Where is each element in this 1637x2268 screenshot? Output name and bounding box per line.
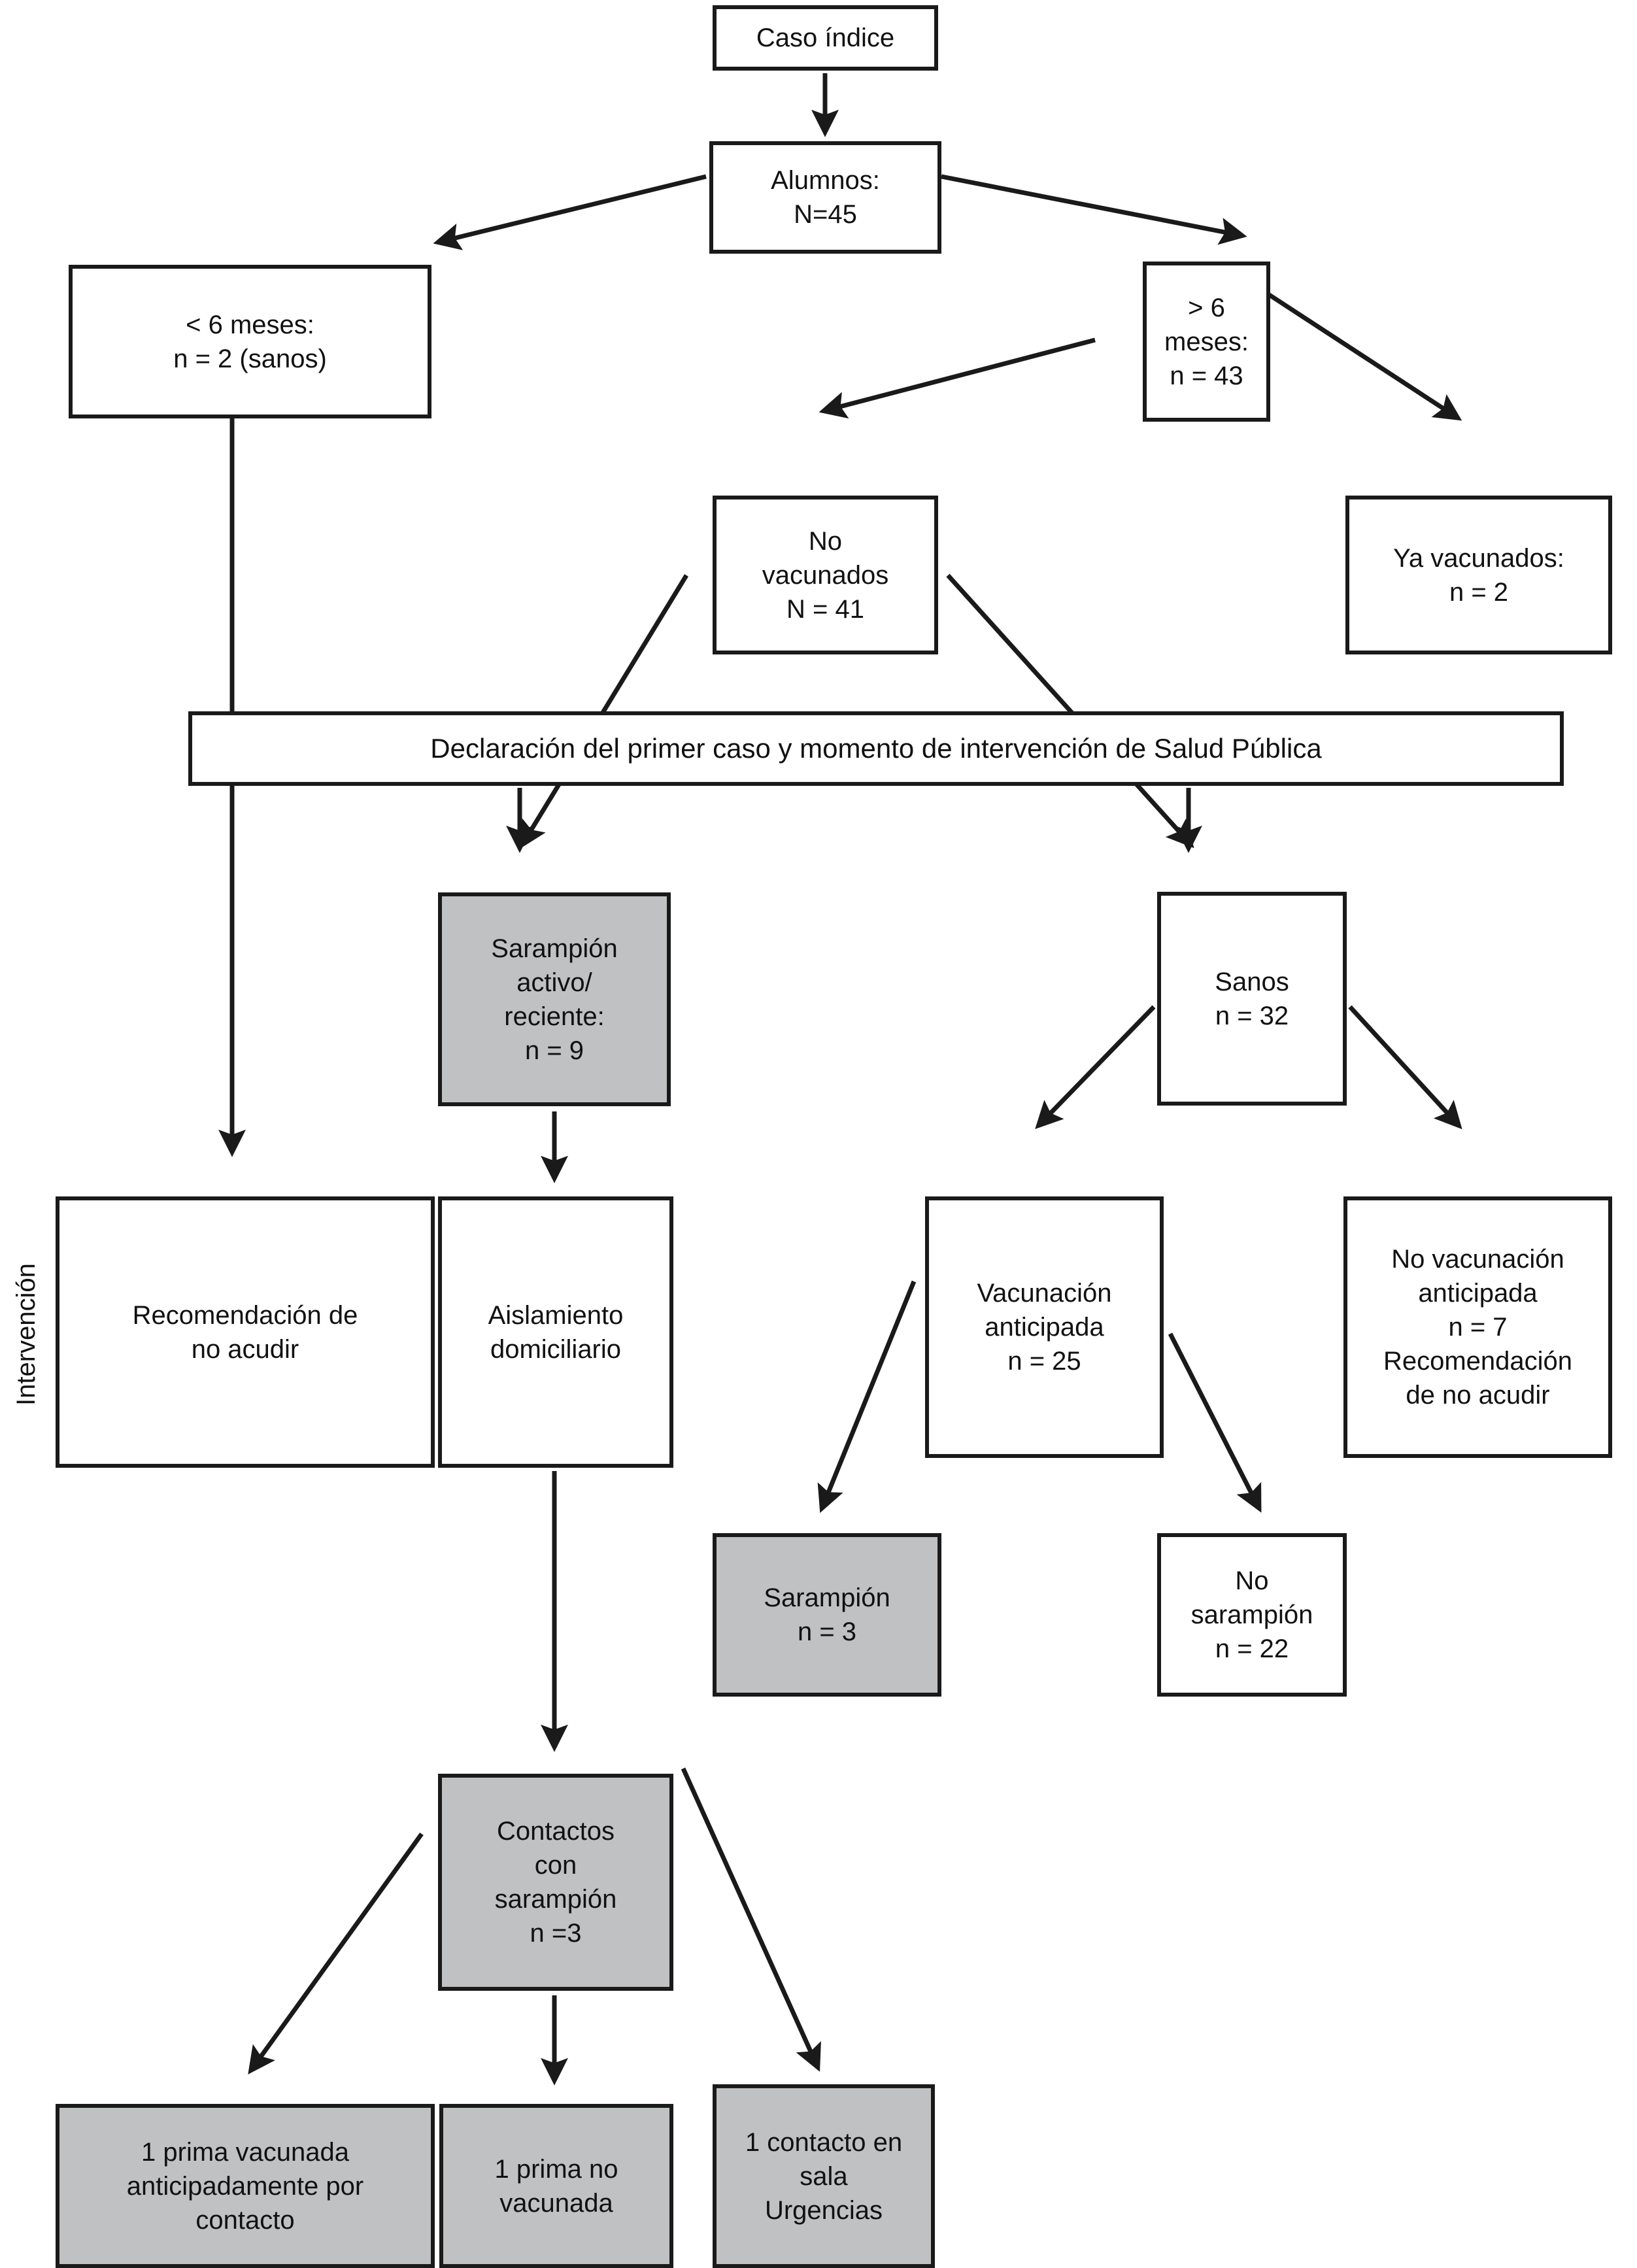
edge-alumnos-to-mayor-6-meses [941, 174, 1247, 245]
node-sarampion-3: Sarampión n = 3 [713, 1533, 941, 1697]
node-vacunacion-anticipada: Vacunación anticipada n = 25 [925, 1196, 1164, 1458]
edge-mayor-6-meses-to-ya-vacunados [1267, 292, 1462, 421]
node-ya-vacunados: Ya vacunados: n = 2 [1345, 496, 1612, 654]
node-prima-no-vacunada: 1 prima no vacunada [439, 2104, 673, 2268]
node-contactos-sarampion: Contactos con sarampión n =3 [438, 1774, 673, 1991]
node-aislamiento: Aislamiento domiciliario [438, 1196, 673, 1468]
edge-no-vacunados-to-sanos [946, 573, 1194, 849]
edge-no-vacunados-to-sarampion-activo [519, 574, 688, 849]
edge-contactos-sarampion-to-prima-vacunada [248, 1832, 424, 2074]
node-declaracion: Declaración del primer caso y momento de… [188, 711, 1564, 786]
node-recomendacion-no-acudir: Recomendación de no acudir [56, 1196, 435, 1468]
intervencion-axis-label: Intervención [12, 1263, 41, 1406]
edge-vacunacion-anticipada-to-no-sarampion-22 [1168, 1332, 1262, 1513]
node-no-sarampion-22: No sarampión n = 22 [1157, 1533, 1347, 1697]
node-sanos: Sanos n = 32 [1157, 892, 1347, 1106]
node-alumnos: Alumnos: N=45 [709, 141, 941, 254]
node-prima-vacunada: 1 prima vacunada anticipadamente por con… [56, 2104, 435, 2268]
edge-sanos-to-no-vacunacion-anticipada [1348, 1005, 1462, 1130]
node-menor-6-meses: < 6 meses: n = 2 (sanos) [69, 265, 431, 418]
node-caso-indice: Caso índice [713, 5, 938, 71]
node-sarampion-activo: Sarampión activo/ reciente: n = 9 [438, 892, 671, 1106]
edge-mayor-6-meses-to-no-vacunados [818, 337, 1096, 419]
node-mayor-6-meses: > 6 meses: n = 43 [1143, 262, 1270, 422]
edge-sanos-to-vacunacion-anticipada [1035, 1005, 1156, 1130]
edge-contactos-sarampion-to-contacto-urgencias [681, 1767, 821, 2072]
edge-alumnos-to-menor-6-meses [433, 174, 707, 250]
node-contacto-urgencias: 1 contacto en sala Urgencias [713, 2084, 935, 2268]
node-no-vacunados: No vacunados N = 41 [713, 496, 938, 654]
node-no-vacunacion-anticipada: No vacunación anticipada n = 7 Recomenda… [1343, 1196, 1612, 1458]
edge-vacunacion-anticipada-to-sarampion-3 [817, 1280, 917, 1514]
